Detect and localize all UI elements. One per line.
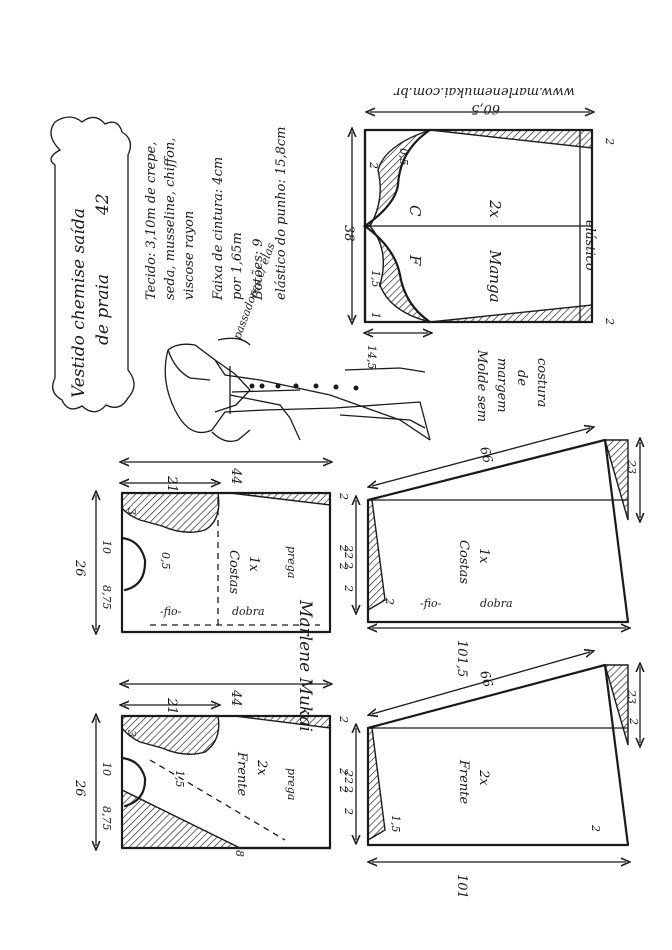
back-bodice-pleat-b: 2 [337, 562, 350, 570]
front-bodice-armhole: 8,75 [100, 806, 113, 831]
front-skirt-offset-2: 2 [589, 824, 602, 832]
front-skirt-side-value: 23 [625, 689, 638, 704]
sleeve-height-value: 38 [341, 225, 356, 242]
back-bodice-length-value: 26 [72, 559, 87, 577]
materials-line-4: Faixa de cintura: 4cm [211, 157, 226, 301]
front-skirt-top: 2 [627, 717, 640, 725]
front-bodice-pleat-a: 2 [337, 767, 350, 775]
title-size: 42 [93, 193, 113, 216]
back-skirt-length-value: 66 [476, 445, 495, 465]
front-skirt-piece [366, 663, 630, 847]
back-skirt-width-value: 22 [342, 544, 355, 559]
front-bodice-pleat-b: 2 [337, 785, 350, 793]
back-bodice-offset-05: 0,5 [159, 552, 172, 570]
back-bodice-neck-a: 3 [125, 508, 138, 515]
front-bodice-length-value: 26 [72, 779, 87, 797]
front-bodice-neck-a: 3 [125, 730, 138, 737]
front-skirt-length-dimension [372, 652, 590, 714]
materials-line-1: Tecido: 3,10m de crepe, [144, 142, 159, 300]
back-bodice-pleat-a: 2 [337, 544, 350, 552]
front-skirt-hem-value: 101 [454, 874, 469, 899]
back-skirt-grain: -fio- [420, 597, 442, 610]
back-bodice-side: 2 [337, 492, 350, 500]
back-bodice-grain: -fio- [160, 605, 182, 618]
front-skirt-pleat-a: 2 [342, 785, 355, 793]
back-bodice-pleat: prega [285, 546, 298, 578]
front-skirt-pleat-b: 2 [342, 807, 355, 815]
back-bodice-neck-b: 10 [100, 540, 113, 554]
materials-line-7: elástico do punho: 15,8cm [274, 126, 289, 300]
back-bodice-fold: dobra [232, 605, 265, 618]
sleeve-offset-2: 2 [367, 161, 380, 169]
front-bodice-side: 2 [337, 715, 350, 723]
materials-line-3: viscose rayon [182, 211, 197, 300]
back-bodice-shoulder-value: 21 [164, 475, 179, 493]
back-skirt-pleat-a: 2 [342, 561, 355, 569]
back-bodice-width-value: 44 [228, 467, 243, 485]
materials-line-2: seda, musseline, chiffon, [163, 138, 178, 300]
materials-line-5: por 1,65m [230, 232, 245, 300]
sleeve-count: 2x [486, 199, 504, 219]
button-row [249, 383, 359, 391]
sleeve-offset-1: 1 [369, 312, 382, 319]
back-skirt-fold: dobra [480, 597, 513, 610]
sleeve-label-f: F [406, 254, 424, 266]
sleeve-offset-05: 0,5 [397, 148, 410, 166]
materials-list: Tecido: 3,10m de crepe, seda, musseline,… [144, 126, 289, 301]
front-bodice-count: 2x [254, 759, 269, 776]
sleeve-label-c: C [406, 205, 424, 217]
seam-note-line-3: de [514, 370, 529, 386]
front-bodice-name: Frente [234, 751, 249, 797]
front-bodice-piece [120, 714, 332, 850]
sleeve-piece [362, 128, 594, 324]
back-skirt-count: 1x [476, 548, 491, 564]
back-skirt-side-value: 23 [625, 459, 638, 474]
back-skirt-piece [366, 438, 630, 624]
title-cloud [50, 116, 135, 413]
title-line-2: de praia [93, 274, 113, 345]
sleeve-offset-15: 1,5 [369, 270, 382, 288]
designer-signature: Marlene Mukai [295, 599, 315, 732]
title-line-1: Vestido chemise saída [69, 208, 89, 398]
front-bodice-pleat: prega [285, 768, 298, 800]
front-bodice-corner: 8 [233, 850, 246, 857]
back-bodice-count: 1x [246, 556, 261, 572]
sleeve-width-value: 60,5 [471, 101, 500, 116]
back-bodice-name: Costas [226, 550, 241, 594]
back-skirt-length-dimension [372, 428, 590, 486]
front-bodice-width-value: 44 [228, 689, 243, 707]
back-bodice-piece [120, 491, 332, 634]
seam-note-line-4: costura [534, 358, 549, 407]
seam-allowance-note: Molde sem margem de costura [474, 349, 549, 422]
seam-note-line-2: margem [494, 358, 509, 413]
front-skirt-name: Frente [456, 759, 471, 805]
front-bodice-shoulder-value: 21 [164, 697, 179, 715]
front-skirt-offset-15: 1,5 [389, 815, 402, 833]
back-skirt-hem-value: 101,5 [454, 640, 469, 677]
seam-note-line-1: Molde sem [474, 349, 489, 422]
sleeve-cap-value: 14,5 [365, 345, 378, 370]
sleeve-end-bottom: 2 [603, 317, 616, 325]
dress-illustration [164, 337, 431, 443]
back-skirt-bottom-value: 2 [383, 597, 396, 605]
front-skirt-count: 2x [476, 769, 491, 786]
front-bodice-neck-b: 10 [100, 762, 113, 776]
website-url: www.marlenemukai.com.br [393, 84, 575, 99]
back-skirt-name: Costas [456, 540, 471, 584]
materials-line-6: Botões: 9 [251, 238, 266, 301]
sleeve-name: Manga [486, 249, 504, 303]
front-skirt-length-value: 66 [476, 669, 495, 689]
front-skirt-width-value: 22 [342, 769, 355, 784]
sleeve-elastic-label: elástico [582, 220, 597, 271]
sleeve-end-top: 2 [603, 137, 616, 145]
back-skirt-pleat-b: 2 [342, 584, 355, 592]
front-bodice-offset-15: 1,5 [173, 770, 186, 788]
back-bodice-armhole: 8,75 [100, 585, 113, 610]
